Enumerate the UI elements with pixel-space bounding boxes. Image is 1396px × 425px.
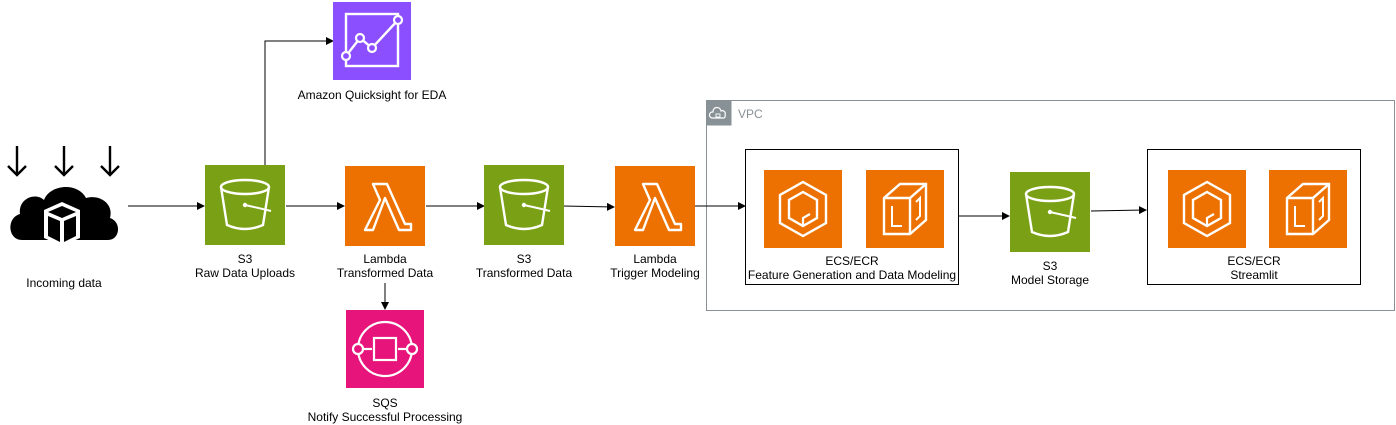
lambda-transform-name: Transformed Data (336, 266, 434, 280)
ecs-modeling-label: ECS/ECR Feature Generation and Data Mode… (745, 254, 959, 282)
s3-raw-service: S3 (237, 252, 253, 266)
s3-transformed-label: S3 Transformed Data (444, 252, 604, 280)
lambda-transform-service: Lambda (363, 252, 407, 266)
ecs-icon (1168, 170, 1246, 248)
sqs-icon (346, 310, 424, 388)
s3-model-name: Model Storage (1010, 273, 1090, 287)
ecs-modeling-service: ECS/ECR (825, 254, 879, 268)
ecs-streamlit-name: Streamlit (1230, 268, 1278, 282)
connectors (128, 37, 1147, 310)
ecs-streamlit-container (1147, 149, 1361, 285)
ecr-icon (866, 170, 944, 248)
ecs-streamlit-service: ECS/ECR (1227, 254, 1281, 268)
lambda-icon (615, 166, 695, 246)
ecs-modeling-container (745, 149, 959, 285)
lambda-trigger-service: Lambda (633, 252, 677, 266)
vpc-label: VPC (738, 107, 763, 121)
vpc-cloud-icon (706, 100, 732, 126)
lambda-transform-label: Lambda Transformed Data (305, 252, 465, 280)
s3-bucket-icon (205, 165, 285, 245)
lambda-icon (345, 166, 425, 246)
quicksight-label: Amazon Quicksight for EDA (272, 88, 472, 102)
sqs-name: Notify Successful Processing (307, 410, 463, 424)
s3-raw-label: S3 Raw Data Uploads (165, 252, 325, 280)
ecs-streamlit-label: ECS/ECR Streamlit (1147, 254, 1361, 282)
sqs-label: SQS Notify Successful Processing (285, 396, 485, 424)
quicksight-icon (333, 2, 411, 80)
incoming-data-text: Incoming data (26, 276, 102, 290)
sqs-service: SQS (372, 396, 398, 410)
s3-bucket-icon (1010, 172, 1090, 252)
s3-transformed-service: S3 (516, 252, 532, 266)
s3-model-service: S3 (1042, 259, 1058, 273)
s3-model-label: S3 Model Storage (970, 259, 1130, 287)
s3-transformed-name: Transformed Data (475, 266, 573, 280)
s3-raw-name: Raw Data Uploads (194, 266, 296, 280)
incoming-data-label: Incoming data (0, 276, 128, 290)
ecs-modeling-name: Feature Generation and Data Modeling (747, 268, 957, 282)
cloud-upload-icon (10, 186, 119, 246)
lambda-trigger-name: Trigger Modeling (610, 266, 700, 280)
quicksight-name: Amazon Quicksight for EDA (297, 88, 447, 102)
incoming-data-icon (7, 146, 120, 177)
ecs-icon (764, 170, 842, 248)
s3-bucket-icon (484, 165, 564, 245)
lambda-trigger-label: Lambda Trigger Modeling (575, 252, 735, 280)
ecr-icon (1269, 170, 1347, 248)
